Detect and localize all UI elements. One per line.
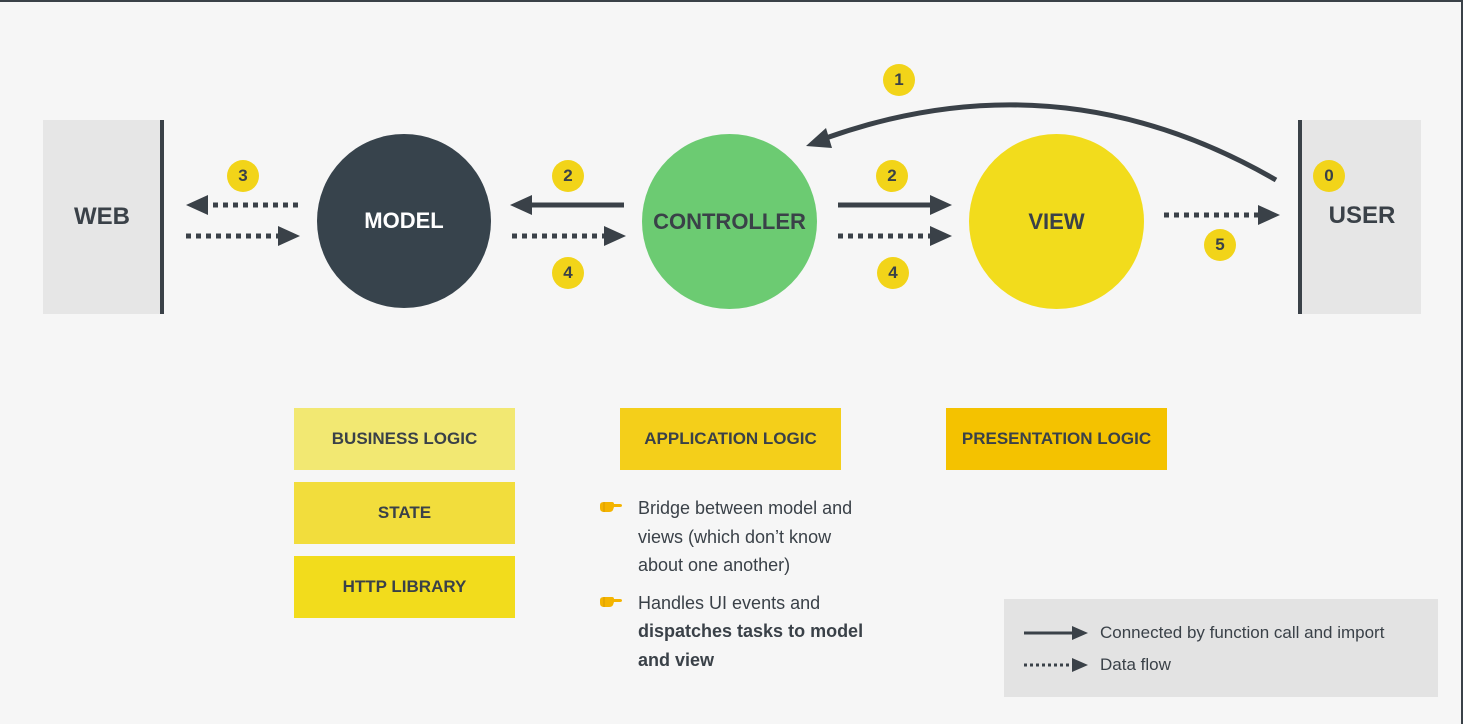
model-node: MODEL [317,134,491,308]
controller-to-view-solid-arrow [838,195,952,215]
dotted-arrow-icon [1024,658,1088,672]
user-label: USER [1328,202,1396,229]
user-divider [1298,120,1302,314]
controller-node: CONTROLLER [642,134,817,309]
legend-dotted-row: Data flow [1024,655,1171,675]
solid-arrow-icon [1024,626,1088,640]
bullet-first-text: Bridge between model and views (which do… [638,498,853,575]
bullet-item: Bridge between model and views (which do… [598,494,878,580]
user-to-controller-curved-arrow [806,102,1278,183]
pointing-hand-icon [600,596,622,607]
bullet-second-bold-text: dispatches tasks to model and view [638,621,864,670]
bullet-item: Handles UI events and dispatches tasks t… [598,589,878,675]
top-border [0,0,1463,2]
web-to-model-dotted-arrow [186,226,300,246]
model-to-controller-dotted-arrow [512,226,626,246]
legend-solid-label: Connected by function call and import [1100,623,1385,642]
state-tag: STATE [294,482,515,544]
business-logic-tag: BUSINESS LOGIC [294,408,515,470]
step-badge-0-label: 0 [1324,166,1334,185]
step-badge-2-model: 2 [552,160,584,192]
presentation-logic-tag: PRESENTATION LOGIC [946,408,1167,470]
controller-label: CONTROLLER [653,208,806,234]
business-logic-label: BUSINESS LOGIC [331,429,478,448]
state-label: STATE [377,503,432,522]
model-label: MODEL [364,208,444,233]
step-badge-3: 3 [227,160,259,192]
step-badge-3-label: 3 [238,166,248,185]
controller-to-view-dotted-arrow [838,226,952,246]
web-divider [160,120,164,314]
step-badge-0: 0 [1313,160,1345,192]
step-badge-2-model-label: 2 [563,166,573,185]
http-library-tag: HTTP LIBRARY [294,556,515,618]
view-to-user-dotted-arrow [1164,205,1280,225]
right-border [1461,0,1463,724]
step-badge-4-model: 4 [552,257,584,289]
controller-description: Bridge between model and views (which do… [598,494,878,683]
legend-dotted-label: Data flow [1100,655,1171,674]
view-node: VIEW [969,134,1144,309]
web-label: WEB [74,203,130,230]
step-badge-4-view-label: 4 [888,263,898,282]
web-node: WEB [43,120,161,314]
step-badge-5: 5 [1204,229,1236,261]
step-badge-4-view: 4 [877,257,909,289]
http-library-label: HTTP LIBRARY [342,577,467,596]
step-badge-1: 1 [883,64,915,96]
legend-solid-row: Connected by function call and import [1024,623,1384,643]
step-badge-5-label: 5 [1215,235,1225,254]
presentation-logic-label: PRESENTATION LOGIC [961,429,1152,448]
application-logic-label: APPLICATION LOGIC [644,429,817,448]
step-badge-2-view-label: 2 [887,166,897,185]
view-label: VIEW [1028,208,1085,234]
pointing-hand-icon [600,502,622,512]
step-badge-1-label: 1 [894,70,904,89]
model-to-web-dotted-arrow [186,195,298,215]
bullet-second-text: Handles UI events and [638,592,821,613]
user-node: USER [1301,120,1421,314]
legend: Connected by function call and import Da… [1004,599,1438,697]
application-logic-tag: APPLICATION LOGIC [620,408,841,470]
step-badge-4-model-label: 4 [563,263,573,282]
controller-to-model-solid-arrow [510,195,624,215]
step-badge-2-view: 2 [876,160,908,192]
